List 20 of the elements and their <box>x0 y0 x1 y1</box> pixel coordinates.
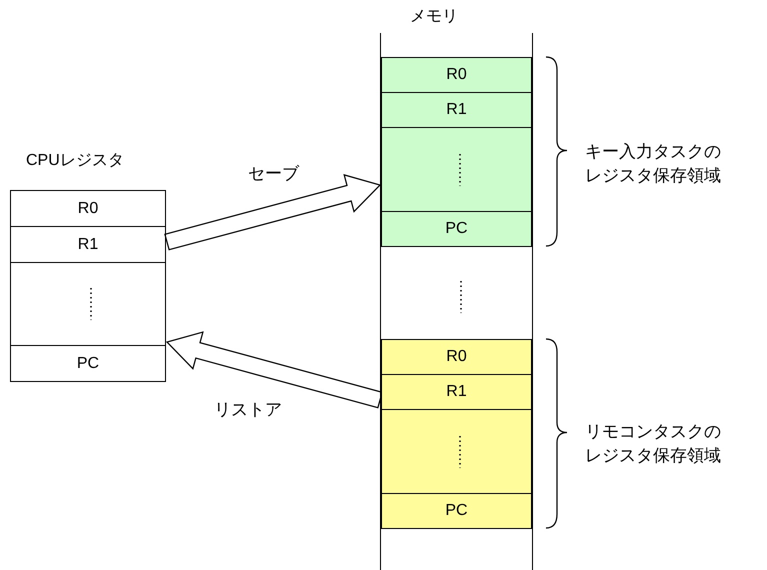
area-label: リモコンタスクのレジスタ保存領域 <box>585 421 722 467</box>
register-cell: PC <box>381 493 532 529</box>
block-arrow <box>164 174 382 250</box>
area-label: キー入力タスクのレジスタ保存領域 <box>585 141 722 187</box>
register-cell <box>381 127 532 212</box>
register-cell: R0 <box>10 190 166 227</box>
register-cell <box>381 409 532 494</box>
register-save-area <box>381 57 532 247</box>
block-arrow <box>166 331 383 408</box>
register-cell: PC <box>381 211 532 247</box>
register-save-area <box>381 339 532 529</box>
column-heading: メモリ <box>410 7 458 27</box>
register-cell: R1 <box>381 374 532 410</box>
register-cell: PC <box>10 345 166 382</box>
register-cell: R1 <box>10 226 166 263</box>
register-cell: R0 <box>381 339 532 375</box>
register-cell <box>10 262 166 346</box>
column-heading: CPUレジスタ <box>26 151 124 171</box>
register-cell: R0 <box>381 57 532 93</box>
register-cell: R1 <box>381 92 532 128</box>
